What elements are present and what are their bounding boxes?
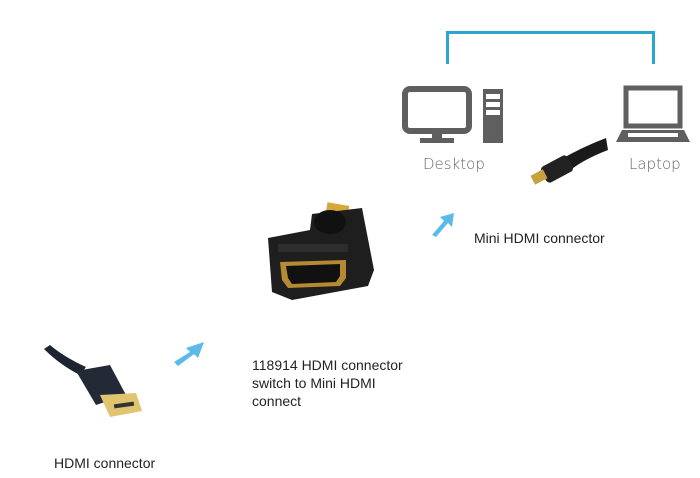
- arrow-up-right-icon: [432, 213, 454, 237]
- hdmi-plug-photo: [40, 345, 160, 425]
- adapter-label-line-2: switch to Mini HDMI: [252, 375, 376, 391]
- desktop-computer-icon: [402, 86, 503, 143]
- adapter-label-line-1: 118914 HDMI connector: [252, 357, 403, 373]
- laptop-label: Laptop: [629, 155, 681, 173]
- laptop-node: [614, 82, 692, 144]
- arrow-up-right-icon: [174, 342, 204, 366]
- hdmi-to-mini-hdmi-adapter-photo: [262, 200, 392, 310]
- connection-line: [446, 31, 655, 64]
- mini-hdmi-label: Mini HDMI connector: [474, 230, 605, 246]
- arrow-adapter-to-mini: [428, 205, 460, 239]
- hdmi-label: HDMI connector: [54, 455, 156, 471]
- arrow-hdmi-to-adapter: [172, 340, 206, 366]
- laptop-icon: [616, 85, 690, 142]
- adapter-label-line-3: connect: [252, 393, 302, 409]
- mini-hdmi-plug-photo: [520, 130, 610, 196]
- desktop-label: Desktop: [423, 155, 485, 173]
- adapter-label: 118914 HDMI connector switch to Mini HDM…: [252, 356, 403, 410]
- desktop-node: [400, 85, 510, 145]
